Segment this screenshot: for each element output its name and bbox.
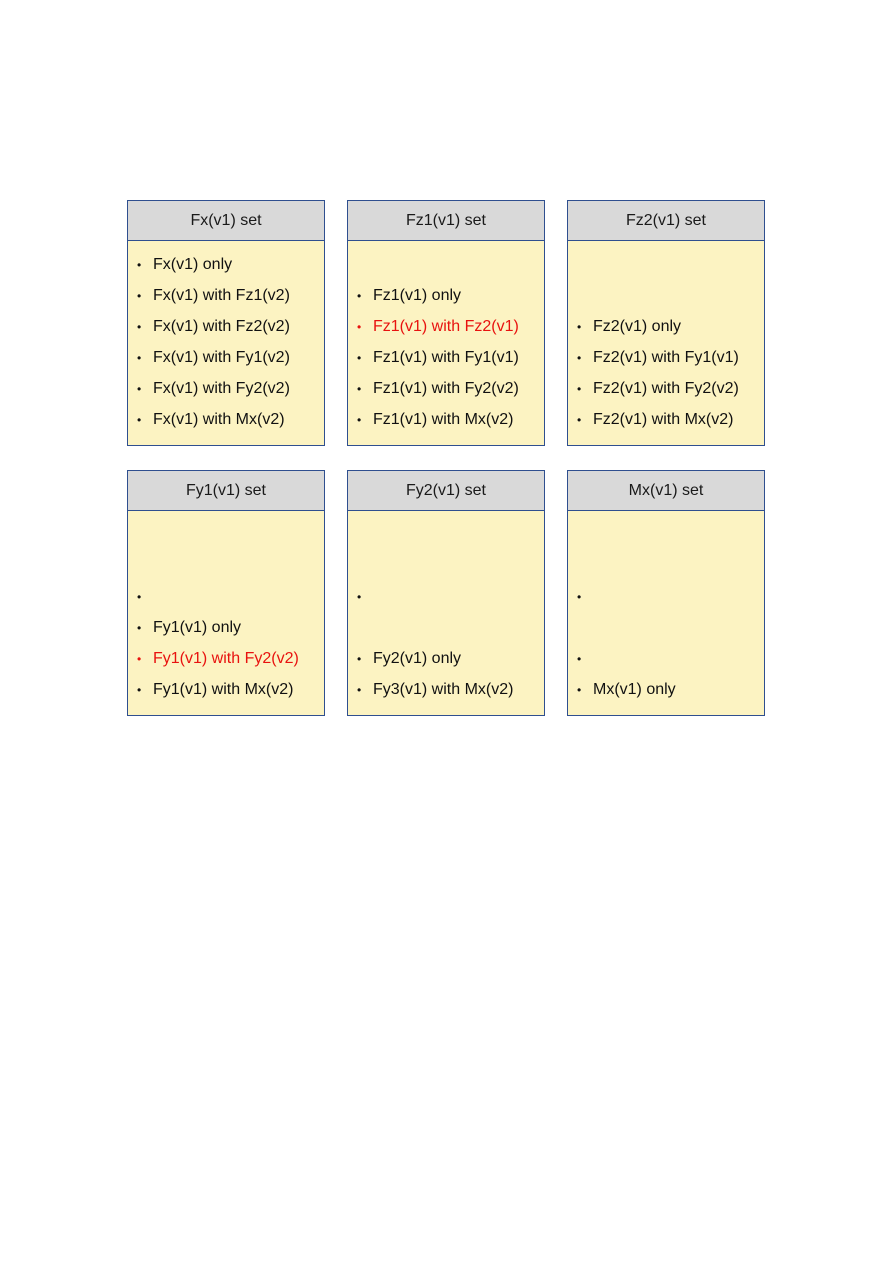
- list-item-empty: •: [137, 581, 324, 612]
- bullet-icon: •: [577, 319, 582, 334]
- list-item-text: Fx(v1) with Fy1(v2): [153, 348, 290, 366]
- card-title: Fx(v1) set: [128, 201, 324, 241]
- bullet-icon: •: [357, 288, 362, 303]
- card-list: • Fx(v1) only • Fx(v1) with Fz1(v2) • Fx(v1…: [128, 241, 324, 445]
- card-title: Fy1(v1) set: [128, 471, 324, 511]
- list-item: • Fy1(v1) only: [137, 612, 324, 643]
- card-fx-set: Fx(v1) set • Fx(v1) only • Fx(v1) with Fz1…: [127, 200, 325, 446]
- list-item: • Fz1(v1) with Mx(v2): [357, 404, 544, 435]
- list-item: • Fx(v1) only: [137, 249, 324, 280]
- list-item-spacer: [357, 612, 544, 643]
- list-item-text: Fx(v1) only: [153, 255, 233, 273]
- card-list: • • Fy1(v1) only • Fy1(v1) with Fy2(v2) • F…: [128, 511, 324, 715]
- list-item: • Fz2(v1) with Fy2(v2): [577, 373, 764, 404]
- card-fy1-set: Fy1(v1) set • • Fy1(v1) only • Fy1(v1) wit…: [127, 470, 325, 716]
- bullet-icon: •: [137, 682, 142, 697]
- list-item: • Fy3(v1) with Mx(v2): [357, 674, 544, 705]
- bullet-icon: •: [577, 381, 582, 396]
- list-item: • Fx(v1) with Fy2(v2): [137, 373, 324, 404]
- bullet-icon: •: [577, 682, 582, 697]
- card-mx-set: Mx(v1) set • • • Mx(v1) only: [567, 470, 765, 716]
- list-item-empty: •: [577, 581, 764, 612]
- bullet-icon: •: [137, 651, 142, 666]
- bullet-icon: •: [137, 257, 142, 272]
- list-item: • Fx(v1) with Mx(v2): [137, 404, 324, 435]
- bullet-icon: •: [137, 589, 142, 604]
- list-item-text: Fy1(v1) only: [153, 618, 242, 636]
- bullet-icon: •: [137, 288, 142, 303]
- bullet-icon: •: [357, 319, 362, 334]
- list-item-text: Fy2(v1) only: [373, 649, 462, 667]
- list-item: • Fx(v1) with Fz2(v2): [137, 311, 324, 342]
- bullet-icon: •: [357, 412, 362, 427]
- bullet-icon: •: [357, 381, 362, 396]
- list-item-text: Fy3(v1) with Mx(v2): [373, 680, 514, 698]
- list-item: • Fz2(v1) with Mx(v2): [577, 404, 764, 435]
- list-item: • Fz1(v1) only: [357, 280, 544, 311]
- list-item-text: Fy1(v1) with Mx(v2): [153, 680, 294, 698]
- list-item-text: Fz1(v1) with Fy2(v2): [373, 379, 519, 397]
- list-item-text: Fz2(v1) with Mx(v2): [593, 410, 734, 428]
- list-item: • Fy1(v1) with Mx(v2): [137, 674, 324, 705]
- bullet-icon: •: [137, 412, 142, 427]
- list-item-highlighted: • Fy1(v1) with Fy2(v2): [137, 643, 324, 674]
- list-item-text: Fz2(v1) with Fy1(v1): [593, 348, 739, 366]
- bullet-icon: •: [137, 620, 142, 635]
- card-title: Mx(v1) set: [568, 471, 764, 511]
- bullet-icon: •: [137, 381, 142, 396]
- list-item-text: Fz1(v1) with Fz2(v1): [373, 317, 519, 335]
- list-item: • Fz2(v1) only: [577, 311, 764, 342]
- list-item-empty: •: [357, 581, 544, 612]
- list-item-text: Fz1(v1) with Mx(v2): [373, 410, 514, 428]
- list-item-empty: •: [577, 643, 764, 674]
- card-fy2-set: Fy2(v1) set • • Fy2(v1) only • Fy3(v1) wit…: [347, 470, 545, 716]
- list-item-text: Fx(v1) with Fy2(v2): [153, 379, 290, 397]
- bullet-icon: •: [577, 350, 582, 365]
- list-item-text: Fx(v1) with Fz2(v2): [153, 317, 290, 335]
- list-item: • Fz2(v1) with Fy1(v1): [577, 342, 764, 373]
- list-item-text: Fz1(v1) only: [373, 286, 462, 304]
- bullet-icon: •: [357, 589, 362, 604]
- diagram-grid: Fx(v1) set • Fx(v1) only • Fx(v1) with Fz1…: [127, 200, 765, 716]
- card-fz2-set: Fz2(v1) set • Fz2(v1) only • Fz2(v1) with …: [567, 200, 765, 446]
- bullet-icon: •: [137, 319, 142, 334]
- list-item: • Mx(v1) only: [577, 674, 764, 705]
- bullet-icon: •: [137, 350, 142, 365]
- list-item-spacer: [577, 612, 764, 643]
- bullet-icon: •: [357, 651, 362, 666]
- list-item: • Fz1(v1) with Fy1(v1): [357, 342, 544, 373]
- list-item-text: Fz2(v1) with Fy2(v2): [593, 379, 739, 397]
- bullet-icon: •: [357, 350, 362, 365]
- list-item: • Fx(v1) with Fy1(v2): [137, 342, 324, 373]
- card-list: • • • Mx(v1) only: [568, 511, 764, 715]
- card-list: • Fz1(v1) only • Fz1(v1) with Fz2(v1) • Fz1…: [348, 241, 544, 445]
- list-item-text: Fz2(v1) only: [593, 317, 682, 335]
- card-list: • Fz2(v1) only • Fz2(v1) with Fy1(v1) • Fz2…: [568, 241, 764, 445]
- bullet-icon: •: [577, 589, 582, 604]
- list-item-text: Fz1(v1) with Fy1(v1): [373, 348, 519, 366]
- card-title: Fz1(v1) set: [348, 201, 544, 241]
- bullet-icon: •: [357, 682, 362, 697]
- list-item-highlighted: • Fz1(v1) with Fz2(v1): [357, 311, 544, 342]
- card-fz1-set: Fz1(v1) set • Fz1(v1) only • Fz1(v1) with …: [347, 200, 545, 446]
- list-item: • Fy2(v1) only: [357, 643, 544, 674]
- list-item: • Fz1(v1) with Fy2(v2): [357, 373, 544, 404]
- card-title: Fz2(v1) set: [568, 201, 764, 241]
- list-item-text: Fy1(v1) with Fy2(v2): [153, 649, 299, 667]
- list-item-text: Mx(v1) only: [593, 680, 676, 698]
- list-item: • Fx(v1) with Fz1(v2): [137, 280, 324, 311]
- bullet-icon: •: [577, 412, 582, 427]
- bullet-icon: •: [577, 651, 582, 666]
- list-item-text: Fx(v1) with Mx(v2): [153, 410, 285, 428]
- list-item-text: Fx(v1) with Fz1(v2): [153, 286, 290, 304]
- card-title: Fy2(v1) set: [348, 471, 544, 511]
- card-list: • • Fy2(v1) only • Fy3(v1) with Mx(v2): [348, 511, 544, 715]
